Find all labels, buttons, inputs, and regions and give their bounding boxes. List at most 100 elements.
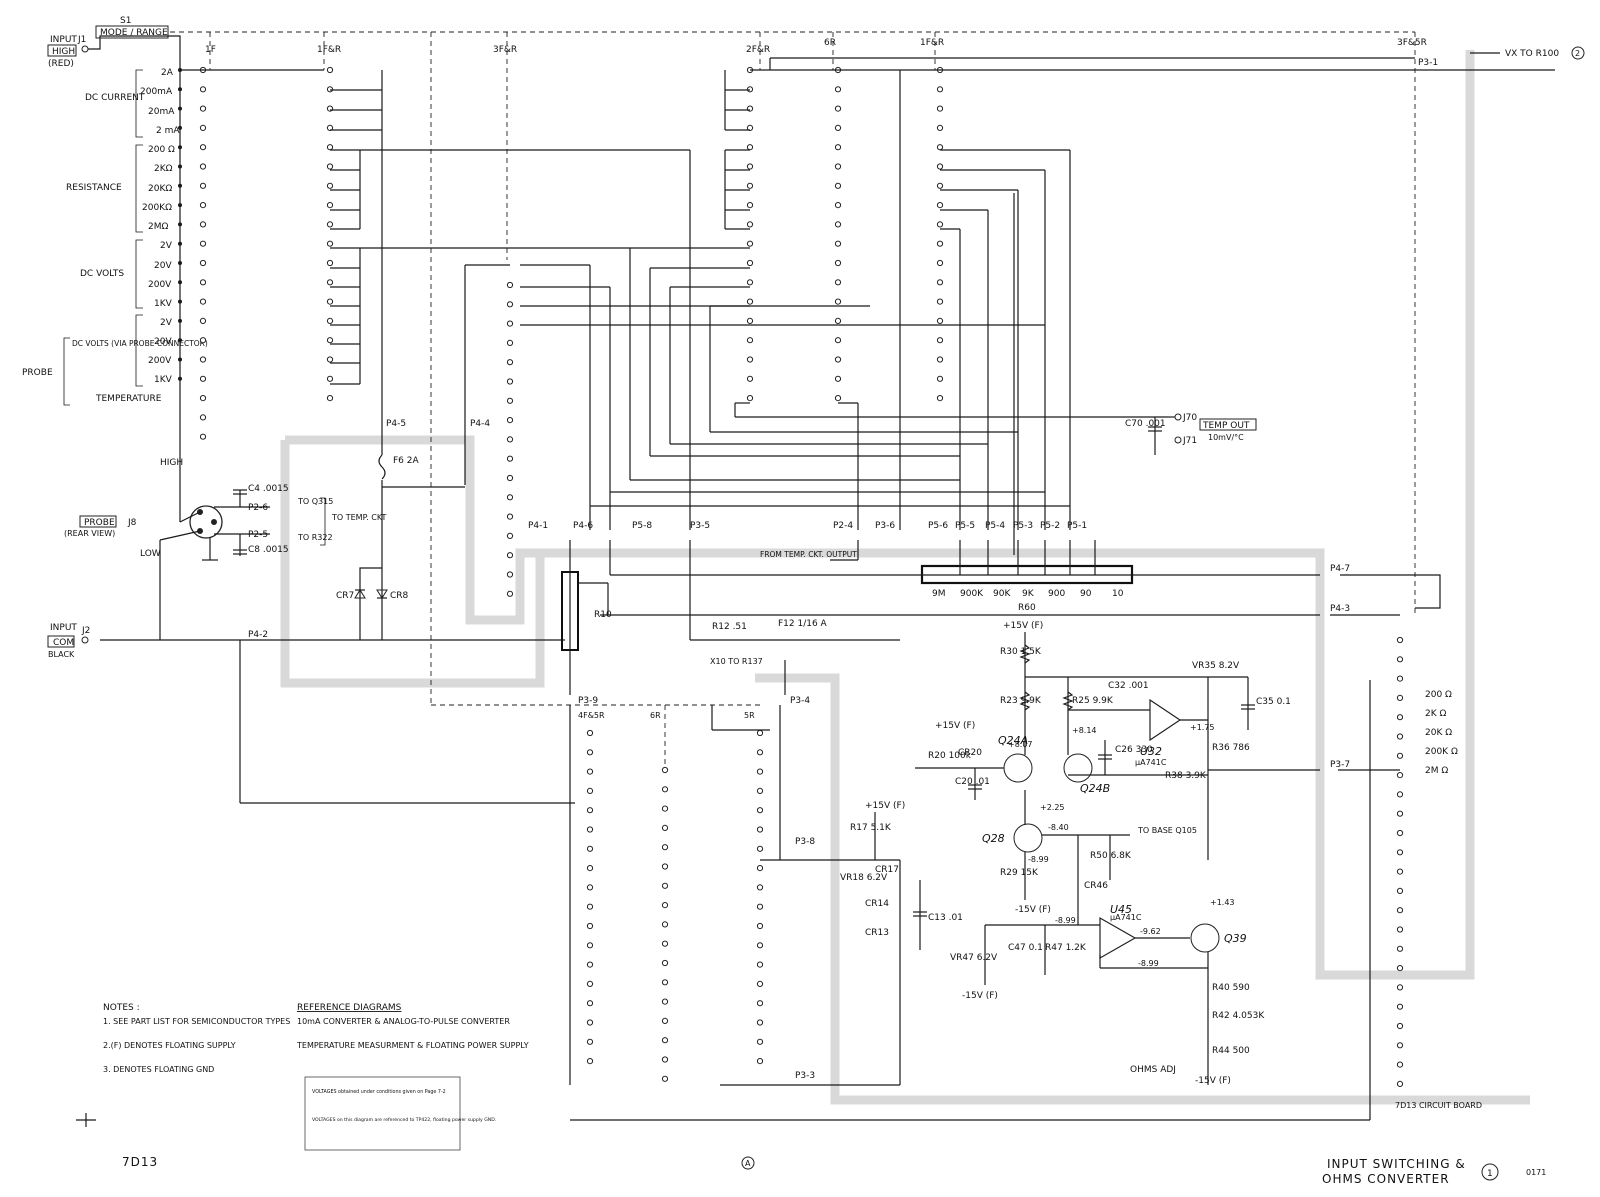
switch-contact xyxy=(326,221,334,228)
switch-contact xyxy=(199,298,207,305)
bus-junction xyxy=(178,125,182,130)
svg-text:200 Ω: 200 Ω xyxy=(1425,690,1452,700)
svg-text:R50 6.8K: R50 6.8K xyxy=(1090,851,1132,861)
svg-text:RESISTANCE: RESISTANCE xyxy=(66,183,122,193)
switch-contact xyxy=(661,863,669,870)
switch-contact xyxy=(661,882,669,889)
switch-contact xyxy=(199,163,207,170)
switch-contact xyxy=(661,1037,669,1044)
switch-contact xyxy=(661,921,669,928)
switch-contact xyxy=(746,356,754,363)
switch-contact xyxy=(834,337,842,344)
footer: 7D13 A 7D13 CIRCUIT BOARD INPUT SWITCHIN… xyxy=(76,1101,1546,1186)
switch-contact xyxy=(199,414,207,421)
switch-contact xyxy=(756,826,764,833)
svg-text:1KV: 1KV xyxy=(154,299,173,309)
svg-text:CR14: CR14 xyxy=(865,899,889,909)
switch-contact xyxy=(326,317,334,324)
switch-contact xyxy=(1396,1061,1404,1068)
svg-text:F12 1/16 A: F12 1/16 A xyxy=(778,619,828,629)
svg-text:9M: 9M xyxy=(932,589,946,599)
svg-text:DC CURRENT: DC CURRENT xyxy=(85,93,145,103)
svg-text:HIGH: HIGH xyxy=(52,47,75,57)
svg-text:P3-8: P3-8 xyxy=(795,837,815,847)
svg-text:6R: 6R xyxy=(650,711,661,720)
bus-junction xyxy=(178,241,182,246)
switch-contact xyxy=(661,1056,669,1063)
switch-contact xyxy=(834,144,842,151)
switch-contact xyxy=(834,124,842,132)
bus-junction xyxy=(178,87,182,92)
svg-text:LOW: LOW xyxy=(140,549,161,559)
svg-text:3F&5R: 3F&5R xyxy=(1397,38,1427,48)
switch-contact xyxy=(834,375,842,382)
switch-contact xyxy=(1396,829,1404,837)
switch-contact xyxy=(586,768,594,775)
switch-contact xyxy=(199,105,207,112)
svg-text:2F&R: 2F&R xyxy=(746,45,770,55)
svg-text:C35 0.1: C35 0.1 xyxy=(1256,697,1291,707)
switch-contact xyxy=(834,163,842,170)
switch-contact xyxy=(506,339,514,346)
switch-contact xyxy=(746,144,754,151)
reference-diagrams: REFERENCE DIAGRAMS 10mA CONVERTER & ANAL… xyxy=(296,1003,529,1050)
switch-contact xyxy=(661,824,669,832)
svg-text:-8.99: -8.99 xyxy=(1138,959,1159,968)
switch-contact xyxy=(746,317,754,324)
switch-contact xyxy=(506,590,514,597)
switch-contact xyxy=(936,163,944,170)
switch-contact xyxy=(834,105,842,112)
svg-text:2 mA: 2 mA xyxy=(156,126,180,136)
switch-contact xyxy=(586,845,594,852)
svg-text:J71: J71 xyxy=(1182,436,1197,446)
svg-text:200mA: 200mA xyxy=(140,87,173,97)
svg-text:4F&5R: 4F&5R xyxy=(578,711,605,720)
svg-text:10: 10 xyxy=(1112,589,1124,599)
switch-contact xyxy=(326,182,334,189)
switch-contact xyxy=(756,884,764,891)
switch-contact xyxy=(199,86,207,93)
svg-text:C70 .001: C70 .001 xyxy=(1125,419,1166,429)
svg-text:2MΩ: 2MΩ xyxy=(148,222,168,232)
switch-contact xyxy=(661,902,669,909)
svg-text:9K: 9K xyxy=(1022,589,1035,599)
svg-text:P4-2: P4-2 xyxy=(248,630,268,640)
svg-text:-9.62: -9.62 xyxy=(1140,927,1161,936)
bus-junction xyxy=(178,376,182,381)
svg-text:20mA: 20mA xyxy=(148,107,175,117)
switch-contact xyxy=(834,279,842,286)
switch-contact xyxy=(936,337,944,344)
svg-text:1. SEE PART LIST FOR SEMICONDU: 1. SEE PART LIST FOR SEMICONDUCTOR TYPES xyxy=(103,1017,290,1026)
switch-contact xyxy=(746,395,754,402)
switch-contact xyxy=(756,787,764,795)
svg-text:1KV: 1KV xyxy=(154,375,173,385)
switch-contact xyxy=(586,942,594,949)
svg-text:VOLTAGES on this diagram are r: VOLTAGES on this diagram are referenced … xyxy=(312,1117,496,1123)
svg-text:PROBE: PROBE xyxy=(22,368,53,378)
svg-text:+8.14: +8.14 xyxy=(1072,726,1097,735)
r10-block: R10 FROM TEMP. CKT. OUTPUT xyxy=(561,540,859,695)
switch-contact xyxy=(586,865,594,872)
svg-text:VOLTAGES obtained under condit: VOLTAGES obtained under conditions given… xyxy=(312,1089,446,1095)
svg-text:P5-1: P5-1 xyxy=(1067,521,1087,531)
svg-text:CR46: CR46 xyxy=(1084,881,1108,891)
lower-wafer: P3-9 P3-4 2A P3-7 P3-8 P3-3 xyxy=(569,680,1400,1121)
switch-contact xyxy=(506,378,514,385)
switch-contact xyxy=(834,86,842,93)
svg-text:P5-2: P5-2 xyxy=(1040,521,1060,531)
switch-contact xyxy=(326,356,334,363)
svg-text:200V: 200V xyxy=(148,280,172,290)
svg-text:-8.40: -8.40 xyxy=(1048,823,1069,832)
svg-text:Q24A: Q24A xyxy=(998,734,1028,747)
svg-text:1F&R: 1F&R xyxy=(920,38,944,48)
svg-text:200K Ω: 200K Ω xyxy=(1425,747,1458,757)
switch-contact xyxy=(586,1000,594,1007)
switch-contact xyxy=(199,337,207,344)
svg-text:C4 .0015: C4 .0015 xyxy=(248,484,289,494)
svg-text:3. DENOTES FLOATING GND: 3. DENOTES FLOATING GND xyxy=(103,1065,214,1074)
switch-contacts xyxy=(178,66,1404,1088)
bus-junction xyxy=(178,261,182,265)
switch-contact xyxy=(326,144,334,151)
svg-text:OHMS CONVERTER: OHMS CONVERTER xyxy=(1322,1172,1450,1186)
